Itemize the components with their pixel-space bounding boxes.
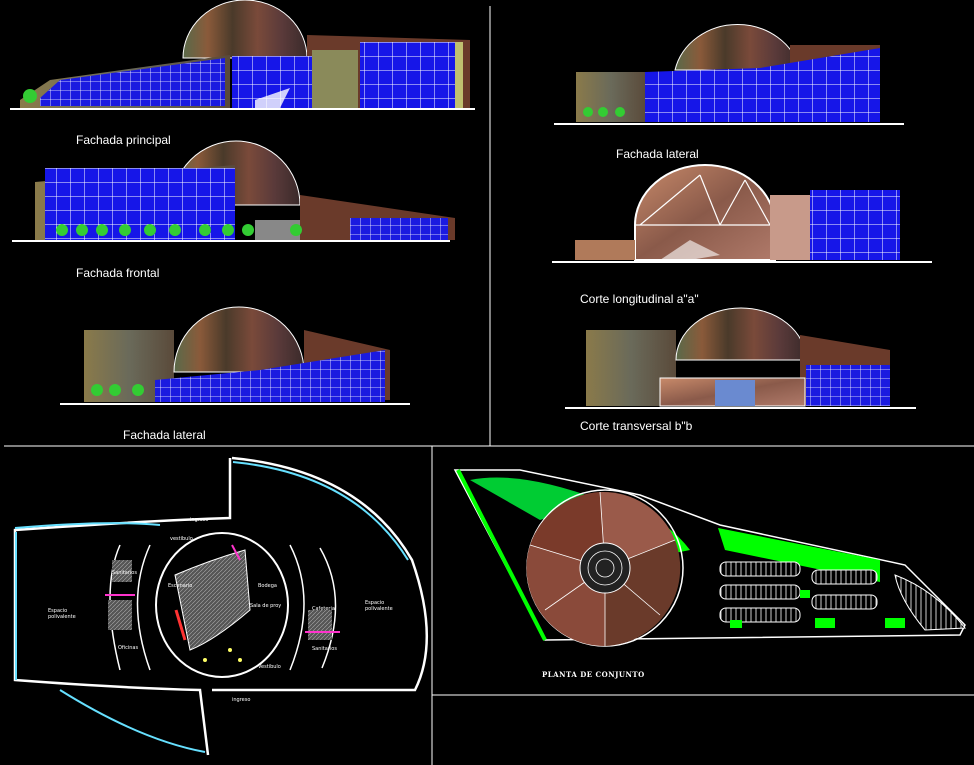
label-fachada-frontal: Fachada frontal	[76, 266, 159, 280]
sheet-frame	[4, 6, 974, 765]
plan-label-ingreso-bottom: ingreso	[232, 697, 251, 703]
corte-transversal-drawing	[565, 307, 916, 409]
plan-label-vestibulo-bottom: Vestibulo	[258, 664, 281, 670]
label-planta-conjunto: PLANTA DE CONJUNTO	[542, 670, 645, 679]
plan-label-sanitarios-left: Sanitarios	[112, 570, 137, 576]
plan-label-espacio-right: Espacio polivalente	[365, 600, 393, 612]
label-fachada-lateral-right: Fachada lateral	[616, 147, 699, 161]
plan-label-sanitarios-right: Sanitarios	[312, 646, 337, 652]
label-fachada-principal: Fachada principal	[76, 133, 171, 147]
label-corte-longitudinal: Corte longitudinal a"a"	[580, 292, 699, 306]
plan-label-espacio-left: Espacio polivalente	[48, 608, 76, 620]
plan-label-sala-de-proy: Sala de proy	[250, 603, 282, 609]
plan-label-vestibulo-top: vestibulo	[170, 536, 193, 542]
plan-label-escenario: Escenario	[168, 583, 193, 589]
plan-label-cafeteria: Cafeteria	[312, 606, 335, 612]
fachada-lateral-right-drawing	[554, 23, 904, 125]
fachada-frontal-drawing	[12, 140, 455, 242]
plan-label-oficinas: Oficinas	[118, 645, 139, 651]
fachada-lateral-left-drawing	[60, 306, 410, 405]
label-fachada-lateral-left: Fachada lateral	[123, 428, 206, 442]
plan-label-bodega: Bodega	[258, 583, 277, 589]
site-plan-drawing	[453, 469, 966, 647]
label-corte-transversal: Corte transversal b"b	[580, 419, 693, 433]
corte-longitudinal-drawing	[552, 164, 932, 263]
floor-plan-drawing	[13, 456, 428, 756]
fachada-principal-drawing	[10, 0, 475, 110]
plan-label-ingreso-top: ingreso	[190, 517, 209, 523]
